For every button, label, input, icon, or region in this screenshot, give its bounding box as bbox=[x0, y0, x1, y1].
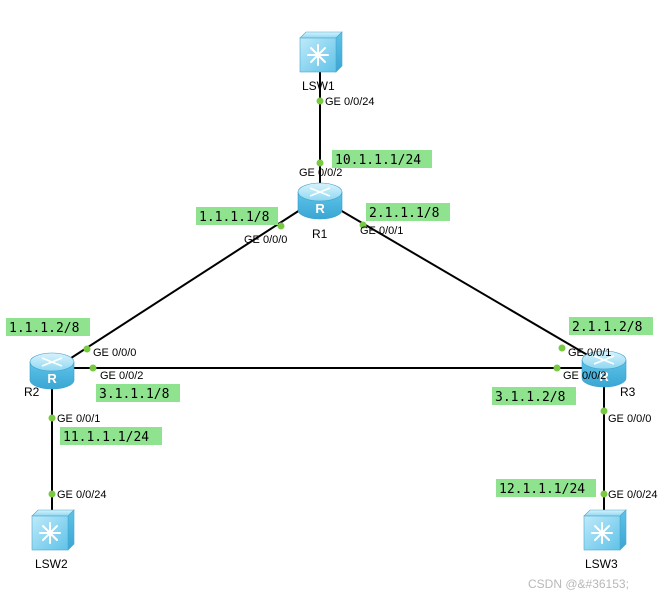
ip-label: 2.1.1.1/8 bbox=[366, 203, 450, 221]
ip-label-text: 3.1.1.1/8 bbox=[99, 387, 169, 402]
ip-label: 3.1.1.2/8 bbox=[492, 387, 576, 405]
port-dot-r2-r3 bbox=[89, 364, 97, 372]
ip-label: 2.1.1.2/8 bbox=[569, 317, 653, 335]
ip-label: 1.1.1.1/8 bbox=[196, 207, 278, 225]
port-label: GE 0/0/2 bbox=[100, 370, 143, 382]
port-labels: GE 0/0/24 GE 0/0/2 GE 0/0/0 GE 0/0/1 GE … bbox=[57, 96, 658, 501]
port-label: GE 0/0/0 bbox=[93, 347, 136, 359]
port-dot-r2-r1 bbox=[83, 345, 91, 353]
node-label-lsw1: LSW1 bbox=[302, 79, 335, 93]
watermark: CSDN @&#36153; bbox=[528, 577, 629, 591]
node-label-lsw3: LSW3 bbox=[585, 557, 618, 571]
ip-label-text: 10.1.1.1/24 bbox=[335, 153, 421, 168]
port-label: GE 0/0/1 bbox=[57, 413, 100, 425]
port-dot-r3-r2 bbox=[553, 364, 561, 372]
switch-icon[interactable] bbox=[299, 31, 343, 73]
port-label: GE 0/0/24 bbox=[608, 489, 658, 501]
node-label-r3: R3 bbox=[620, 385, 636, 399]
port-dot-r2-lsw2 bbox=[48, 414, 56, 422]
port-dots bbox=[48, 97, 608, 498]
port-dot-lsw3 bbox=[600, 490, 608, 498]
links bbox=[51, 72, 605, 515]
svg-text:R: R bbox=[599, 369, 609, 384]
ip-label-text: 11.1.1.1/24 bbox=[63, 430, 149, 445]
ip-label-text: 2.1.1.1/8 bbox=[369, 206, 439, 221]
link-r1-r3 bbox=[339, 209, 597, 361]
port-label: GE 0/0/1 bbox=[568, 347, 611, 359]
port-dot-lsw2 bbox=[48, 490, 56, 498]
node-label-r1: R1 bbox=[312, 227, 328, 241]
link-r1-r2 bbox=[67, 209, 301, 361]
port-label: GE 0/0/0 bbox=[608, 413, 651, 425]
ip-label: 11.1.1.1/24 bbox=[60, 427, 162, 445]
node-label-r2: R2 bbox=[24, 385, 40, 399]
svg-text:R: R bbox=[47, 371, 57, 386]
port-dot-r1-r2 bbox=[277, 222, 285, 230]
switch-icon[interactable] bbox=[583, 509, 627, 551]
port-dot-r3-r1 bbox=[558, 344, 566, 352]
ip-label-text: 2.1.1.2/8 bbox=[572, 320, 642, 335]
port-label: GE 0/0/2 bbox=[563, 370, 606, 382]
ip-label-text: 1.1.1.2/8 bbox=[9, 321, 79, 336]
port-dot-r1-r3 bbox=[359, 221, 367, 229]
ip-label-text: 12.1.1.1/24 bbox=[499, 482, 585, 497]
ip-label: 10.1.1.1/24 bbox=[332, 150, 432, 168]
router-icon[interactable]: R bbox=[29, 352, 75, 390]
port-dot-r3-lsw3 bbox=[600, 407, 608, 415]
port-dot-lsw1 bbox=[316, 97, 324, 105]
ip-labels: 10.1.1.1/24 1.1.1.1/8 2.1.1.1/8 1.1.1.2/… bbox=[6, 150, 653, 497]
node-labels: LSW1 R1 R2 R3 LSW2 LSW3 bbox=[24, 79, 636, 571]
router-icon[interactable]: R bbox=[297, 182, 343, 220]
ip-label-text: 3.1.1.2/8 bbox=[495, 390, 565, 405]
port-label: GE 0/0/1 bbox=[360, 225, 403, 237]
port-dot-r1-lsw1 bbox=[316, 159, 324, 167]
ip-label: 3.1.1.1/8 bbox=[96, 384, 180, 402]
ip-label-text: 1.1.1.1/8 bbox=[199, 210, 269, 225]
port-label: GE 0/0/24 bbox=[325, 96, 375, 108]
switch-icon[interactable] bbox=[31, 509, 75, 551]
port-label: GE 0/0/2 bbox=[299, 167, 342, 179]
port-label: GE 0/0/0 bbox=[244, 234, 287, 246]
router-icon[interactable]: R bbox=[581, 350, 627, 388]
ip-label: 1.1.1.2/8 bbox=[6, 318, 90, 336]
port-label: GE 0/0/24 bbox=[57, 489, 107, 501]
svg-text:R: R bbox=[315, 201, 325, 216]
node-label-lsw2: LSW2 bbox=[35, 557, 68, 571]
ip-label: 12.1.1.1/24 bbox=[496, 479, 596, 497]
